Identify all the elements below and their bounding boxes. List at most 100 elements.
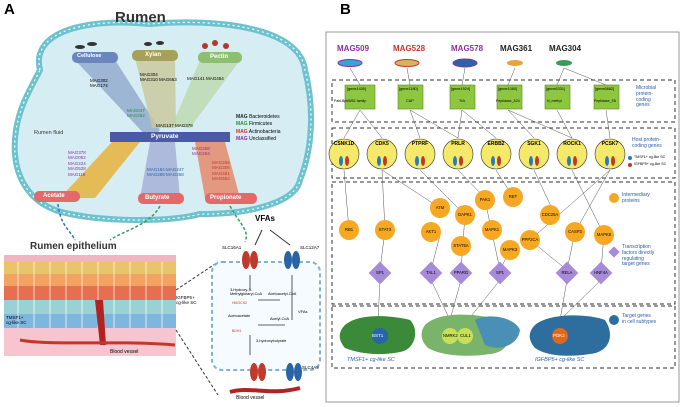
pectin-label: Pectin	[210, 54, 229, 60]
mag-group-propionate: MAG265 MAG306 MAG481 MAG562	[212, 160, 230, 182]
cellulose-label: Cellulose	[77, 53, 102, 59]
target-cell-label: IGFBP5+ cg-like SC	[535, 357, 585, 363]
target-label: Target genes in cell subtypes	[622, 313, 657, 325]
slc12a7-label: SLC12A7	[300, 245, 320, 250]
gene-name: N_methyl	[547, 99, 562, 103]
acetate-arrow	[57, 203, 76, 241]
gene-name: Peptidase_A24	[496, 99, 520, 103]
legend-item: MAG Bacteroidetes	[236, 114, 280, 120]
protein-node: ATM	[435, 205, 445, 210]
gene-name: CAP	[406, 99, 414, 103]
protein-node: CDC25A	[541, 212, 559, 217]
mag-group-pyruvate-in: MAG137 MAG378	[156, 123, 193, 128]
host-gene: ERBB2	[487, 141, 505, 147]
target-gene: PDK2	[553, 333, 565, 338]
pyruvate-label: Pyruvate	[151, 133, 179, 140]
mag-name: MAG361	[500, 44, 533, 53]
mag304-icon	[556, 60, 572, 66]
propionate-arrow	[229, 205, 247, 243]
tf-diamonds	[368, 261, 613, 285]
tf-node: HNF4A	[594, 270, 608, 275]
igfbp5-label: IGFBP5+ cg-like SC	[176, 295, 197, 305]
intermediary-nodes	[339, 187, 614, 260]
acetate-band	[60, 142, 140, 198]
tf-node: RELA	[561, 270, 573, 275]
mag-group-cellulose: MAG302 MAG174	[90, 78, 108, 89]
host-legend-item: TMSF1+ cg-like SC	[634, 155, 666, 159]
slc16a1-label: SLC16A1	[222, 245, 242, 250]
cellulose-pill	[72, 52, 118, 63]
cell-acetoacetate: Acetoacetate	[228, 314, 251, 318]
panel-b-letter: B	[340, 1, 351, 18]
rumen-diagram	[4, 19, 321, 396]
target-gene: CUL1	[460, 333, 471, 338]
slc4a9-label: SLC4A9	[302, 365, 319, 370]
mag-name: MAG578	[451, 44, 484, 53]
blood-vessel-tissue	[95, 300, 106, 345]
xylan-pill	[132, 50, 178, 61]
mag-group-butyrate: MAG184 MAG247 MAG289 MAG268	[147, 167, 184, 178]
tf-node: SP1	[496, 270, 504, 275]
blood-vessel-bottom	[229, 386, 301, 394]
slc16a1-transporter	[242, 251, 258, 269]
protein-node: STAT3	[378, 227, 392, 232]
gene-name: TrA	[459, 99, 465, 103]
target-box	[331, 305, 676, 369]
pyruvate-bar	[110, 132, 230, 142]
host-gene: PTPRF	[411, 141, 429, 147]
blood-vessel-label: Blood vessel	[110, 349, 139, 355]
host-gene: PCSK7	[601, 141, 619, 147]
rumen-title: Rumen	[115, 9, 166, 26]
tf-node: TAL1	[426, 270, 436, 275]
acetate-label: Acetate	[43, 193, 65, 199]
cell-bdh1: BDH1	[232, 329, 242, 333]
gene-id: [gene1080]	[498, 87, 518, 91]
protein-node: STAT5A	[453, 243, 469, 248]
panel-a-letter: A	[4, 1, 15, 18]
propionate-band	[195, 142, 240, 198]
tf-node: SP1	[376, 270, 384, 275]
acetate-pill	[34, 191, 80, 202]
pectin-pill	[198, 52, 242, 63]
cell-vfas: VFAs	[298, 309, 308, 314]
target-gene: NMRK2	[443, 333, 458, 338]
cell-hmgcs2: HMGCS2	[232, 301, 247, 305]
protein-node: MAPK8	[596, 232, 612, 237]
bacteria-icons	[75, 40, 229, 49]
protein-node: RET	[508, 194, 518, 199]
protein-node: PPP2CA	[521, 237, 539, 242]
mag509-icon	[337, 59, 363, 67]
mag-group-acetate: MAG378 MAG052 MAG224 MAG528 MAG118	[68, 150, 86, 177]
mag-legend: MAG Bacteroidetes MAG Firmicutes MAG Act…	[236, 114, 280, 143]
cell-hmg: 3-Hydroxy-3- Methylglutaryl-CoA	[230, 288, 263, 297]
target-cell-3	[529, 315, 610, 356]
host-gene: CSNK1D	[333, 141, 355, 147]
tmsf1-label: TMSF1+ cg-like SC	[6, 315, 27, 325]
host-box	[331, 127, 676, 179]
protein-node: MAPK1	[484, 227, 500, 232]
protein-node: MAPK3	[502, 247, 518, 252]
propionate-label: Propionate	[210, 195, 242, 201]
xylan-label: Xylan	[145, 52, 162, 58]
mag361-icon	[507, 60, 523, 66]
microbial-gene-boxes	[344, 84, 620, 110]
gene-name: PakLBpbB/B1 family	[334, 99, 366, 103]
intermediary-label: Intermediary proteins	[622, 192, 650, 204]
target-gene: BST1	[372, 333, 384, 338]
cell-acetoacetyl: Acetoacetyl-CoA	[268, 292, 297, 296]
host-gene: SGK1	[527, 141, 541, 147]
gene-id: [gene1430]	[347, 87, 367, 91]
mag-name: MAG528	[393, 44, 426, 53]
butyrate-label: Butyrate	[145, 195, 170, 201]
mag528-icon	[394, 59, 420, 67]
gene-id: [gene1924]	[451, 87, 471, 91]
host-label: Host protein- coding genes	[632, 137, 662, 149]
gene-id: [gene6882]	[595, 87, 615, 91]
cell-detail	[211, 261, 321, 371]
blood-vessel-label-2: Blood vessel	[236, 395, 265, 401]
protein-node: RB1	[344, 227, 354, 232]
butyrate-pill	[138, 193, 184, 204]
host-legend-item: IGFBP5+ cg-like SC	[634, 162, 667, 166]
epithelium-title: Rumen epithelium	[30, 241, 117, 252]
